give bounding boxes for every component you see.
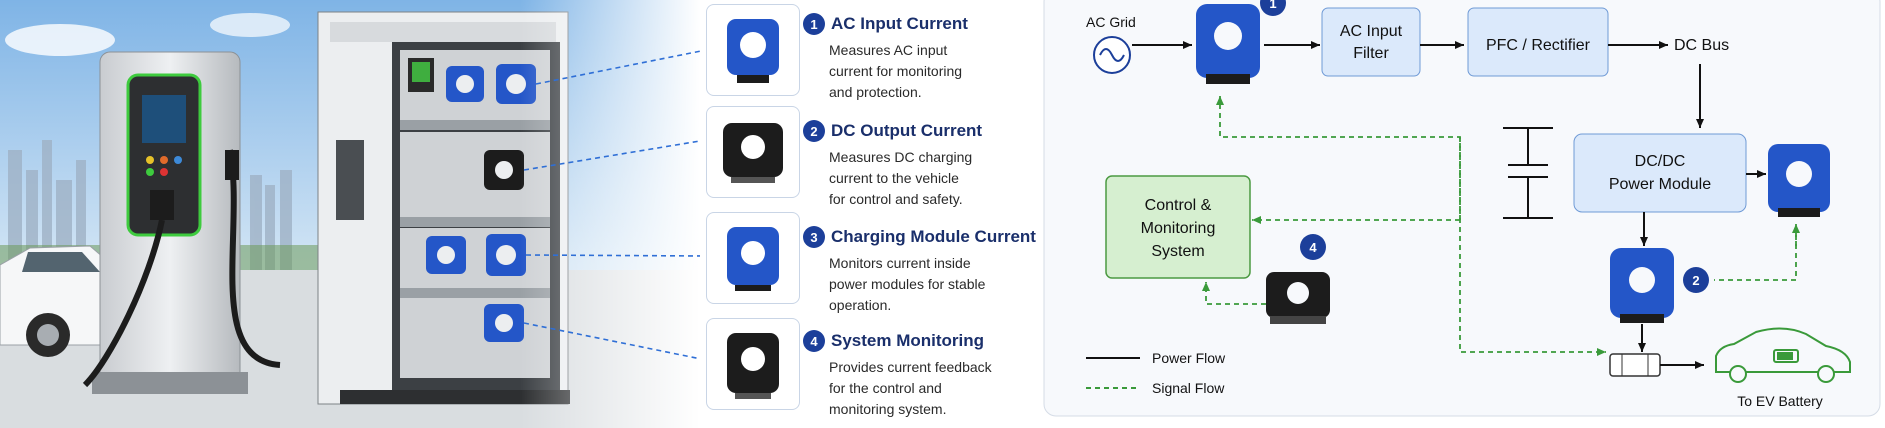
- svg-text:Control &: Control &: [1145, 197, 1212, 214]
- sensor-thumb-3: [706, 212, 800, 304]
- sensor-4-icon: [1266, 272, 1330, 324]
- svg-text:Monitoring: Monitoring: [1141, 220, 1216, 237]
- dc-connector-icon: [1609, 353, 1661, 377]
- ev-charger-dispenser: [82, 51, 281, 394]
- svg-text:AC Input: AC Input: [1340, 23, 1403, 40]
- ev-battery-label: To EV Battery: [1737, 393, 1823, 409]
- svg-text:4: 4: [1309, 240, 1317, 255]
- svg-text:2: 2: [1692, 273, 1699, 288]
- cabinet-sensors: [426, 64, 536, 342]
- black-current-sensor-icon: [727, 333, 779, 399]
- black-current-sensor-icon: [723, 123, 783, 183]
- card-title: AC Input Current: [831, 14, 968, 33]
- blue-current-sensor-icon: [727, 227, 779, 291]
- card-description: Measures DC charging current to the vehi…: [829, 149, 973, 207]
- sensor-2-icon: [1610, 248, 1674, 323]
- sensor-thumb-2: [706, 106, 800, 198]
- ac-grid-label: AC Grid: [1086, 14, 1136, 30]
- pfc-rectifier-block: [1467, 7, 1609, 77]
- svg-text:PFC / Rectifier: PFC / Rectifier: [1486, 37, 1591, 54]
- capacitor-symbol: [1503, 127, 1553, 219]
- leader-lines: [523, 50, 700, 360]
- card-description: Provides current feedback for the contro…: [829, 359, 992, 417]
- svg-text:1: 1: [1269, 0, 1276, 11]
- sensor-thumb-4: [706, 318, 800, 410]
- card-description: Measures AC input current for monitoring…: [829, 42, 963, 100]
- svg-text:Filter: Filter: [1353, 45, 1389, 62]
- svg-text:Power Module: Power Module: [1609, 176, 1711, 193]
- svg-text:DC/DC: DC/DC: [1635, 153, 1686, 170]
- white-car: [0, 245, 129, 357]
- control-monitoring-block: [1105, 175, 1251, 279]
- svg-text:System: System: [1151, 243, 1204, 260]
- card-number-badge: 4: [803, 330, 825, 352]
- card-description: Monitors current inside power modules fo…: [829, 255, 986, 313]
- sensor-3-icon: [1768, 144, 1830, 217]
- dcdc-power-module-block: [1573, 133, 1747, 213]
- badge-2: [1683, 267, 1709, 293]
- charging-station-illustration: [0, 0, 700, 428]
- legend-power-flow: Power Flow: [1152, 350, 1226, 366]
- card-title: DC Output Current: [831, 121, 983, 140]
- legend: Power Flow Signal Flow: [1086, 350, 1226, 396]
- card-number-badge: 3: [803, 226, 825, 248]
- card-number-badge: 2: [803, 120, 825, 142]
- badge-1: [1260, 0, 1286, 16]
- card-title: Charging Module Current: [831, 227, 1036, 246]
- card-title: System Monitoring: [831, 331, 985, 350]
- sensor-1-icon: [1196, 4, 1260, 84]
- block-diagram: AC Grid 1 AC Input Filter PFC / Rectifie…: [1043, 0, 1881, 417]
- card-number-badge: 1: [803, 13, 825, 35]
- dc-bus-label: DC Bus: [1674, 37, 1729, 54]
- legend-signal-flow: Signal Flow: [1152, 380, 1225, 396]
- blue-current-sensor-icon: [727, 19, 779, 83]
- signal-flow-lines: [1202, 96, 1800, 356]
- sensor-thumb-1: [706, 4, 800, 96]
- ev-car-icon: [1715, 327, 1851, 383]
- ac-input-filter-block: [1321, 7, 1421, 77]
- badge-4: [1300, 234, 1326, 260]
